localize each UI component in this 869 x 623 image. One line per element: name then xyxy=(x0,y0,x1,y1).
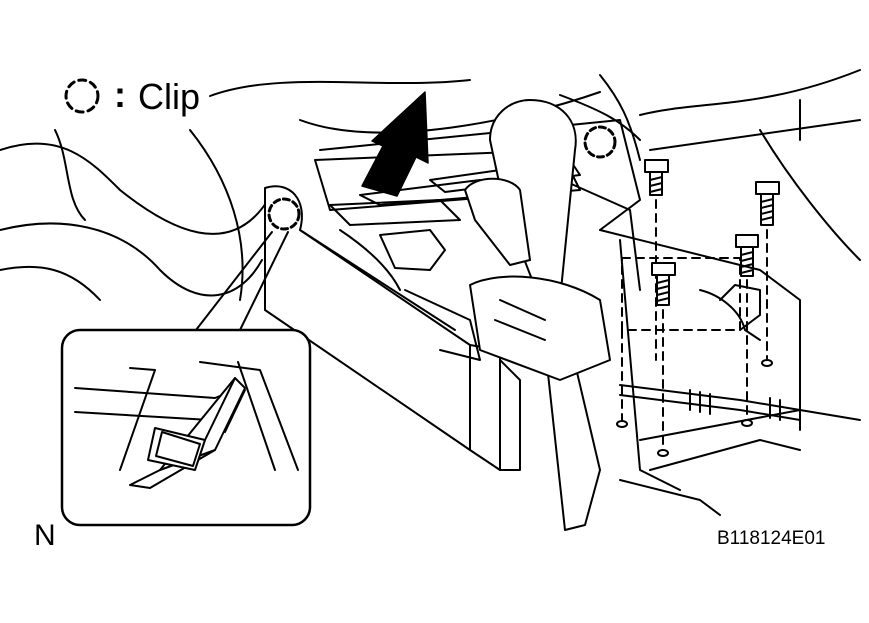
bolt-2 xyxy=(755,181,780,361)
legend-separator: : xyxy=(114,74,126,115)
clip-location-right-icon xyxy=(583,125,617,159)
dashboard-outline xyxy=(0,69,861,301)
legend-clip-symbol-icon xyxy=(64,78,100,114)
callout-leader xyxy=(195,231,289,331)
clip-location-left-icon xyxy=(267,197,301,231)
orientation-label: N xyxy=(34,519,56,552)
removal-direction-arrow-icon xyxy=(361,91,429,197)
bolt-4 xyxy=(651,262,676,451)
bolt-1 xyxy=(644,159,669,361)
bolt-3 xyxy=(735,234,759,421)
wire-harness xyxy=(619,284,801,421)
legend-label: Clip xyxy=(138,76,201,117)
bolt-group xyxy=(616,159,780,457)
bolt-pattern-dashed-rect xyxy=(621,257,741,331)
shift-lever xyxy=(464,99,611,531)
figure-code: B118124E01 xyxy=(717,528,826,549)
clip-detail-inset xyxy=(60,328,312,527)
